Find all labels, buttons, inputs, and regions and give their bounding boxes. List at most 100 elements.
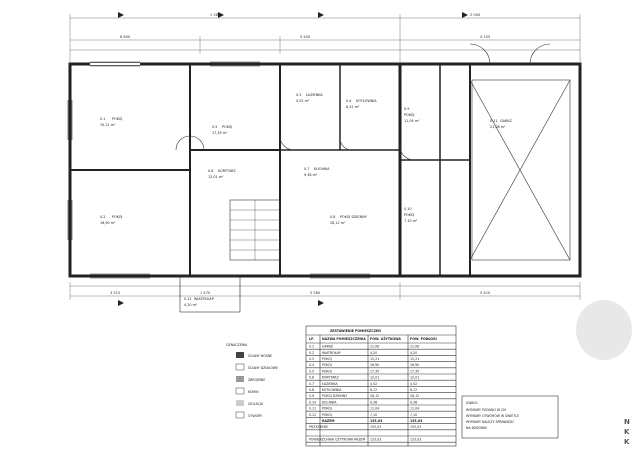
bottom-dimension-chain: 3 515 1 470 5 580 5 410 — [69, 282, 581, 306]
table-cell: 0.12 — [309, 413, 316, 417]
section-arrow-icon — [318, 300, 324, 306]
legend-swatch — [236, 352, 244, 358]
room-area: 28,12 m² — [330, 221, 346, 225]
room-area: 21,08 m² — [490, 125, 506, 129]
openings — [67, 43, 551, 279]
table-cell: POKÓJ — [322, 356, 332, 361]
room-labels: 0.1 POKÓJ 15,21 m² 0.2 POKÓJ 16,90 m² 0.… — [100, 93, 512, 307]
legend: OZNACZENIA ŚCIANY NOŚNE ŚCIANY DZIAŁOWE … — [226, 343, 278, 419]
legend-item: ŚCIANY DZIAŁOWE — [248, 365, 278, 370]
table-cell: 4,52 — [370, 382, 377, 386]
dim-bottom-1: 3 515 — [110, 291, 120, 295]
room-number: 0.3 — [296, 93, 301, 97]
room-area: 6,12 m² — [346, 105, 360, 109]
room-name: POKÓJ — [112, 116, 122, 121]
table-cell: 7,10 — [370, 413, 377, 417]
table-cell: 4,20 — [370, 351, 377, 355]
room-name: GARAŻ — [500, 118, 512, 123]
watermark-letter: N — [624, 418, 630, 426]
table-footer-cell: 153,03 — [410, 438, 421, 442]
table-cell: ŁAZIENKA — [321, 382, 339, 386]
notes-line: WYMIARY PODANO W CM — [466, 408, 506, 412]
table-header: POW. UŻYTKOWA — [370, 336, 401, 341]
room-name: POKÓJ — [112, 214, 122, 219]
room-area: 15,21 m² — [100, 123, 116, 127]
table-cell: 0.4 — [309, 363, 314, 367]
dim-detail-3: 4 155 — [480, 35, 490, 39]
table-cell: 0.6 — [309, 376, 314, 380]
table-cell: 16,90 — [410, 363, 419, 367]
room-name: POKÓJ — [404, 112, 414, 117]
watermark-letter: K — [624, 428, 630, 436]
table-cell: 0.8 — [309, 388, 314, 392]
table-cell: 11,04 — [410, 407, 419, 411]
legend-swatch — [235, 363, 245, 371]
garage-outline — [398, 62, 582, 278]
table-cell: 9,38 — [410, 400, 417, 404]
room-name: POKÓJ DZIENNY — [340, 214, 368, 219]
room-name: POKÓJ — [404, 212, 414, 217]
section-arrow-icon — [118, 300, 124, 306]
notes-line: WYMIARY NALEŻY SPRAWDZIĆ — [466, 419, 515, 424]
legend-item: ŚCIANY NOŚNE — [248, 353, 272, 358]
table-cell: 7,10 — [410, 413, 417, 417]
dim-bottom-2: 1 470 — [200, 291, 211, 295]
notes: UWAGI: WYMIARY PODANO W CM WYMIARY OTWOR… — [461, 395, 559, 439]
room-name: ŁAZIENKA — [305, 93, 323, 97]
room-number: 0.6 — [208, 169, 213, 173]
table-cell: 4,20 — [410, 351, 417, 355]
room-number: 0.8 — [330, 215, 335, 219]
watermark: N K K — [624, 418, 630, 446]
room-number: 0.4 — [346, 99, 351, 103]
table-cell: KOTŁOWNIA — [322, 388, 342, 392]
legend-swatch — [235, 387, 245, 395]
watermark-letter: K — [624, 438, 630, 446]
table-cell: WIATROŁAP — [322, 351, 341, 355]
table-cell: 0.2 — [309, 351, 314, 355]
table-cell: 17,35 — [410, 369, 419, 373]
table-cell: 6,12 — [410, 388, 417, 392]
table-cell: POKÓJ — [322, 412, 332, 417]
table-footer-cell: 153,03 — [410, 425, 421, 429]
room-area: 7,10 m² — [404, 219, 418, 223]
table-cell: POKÓJ — [322, 406, 332, 411]
room-name: WIATROŁAP — [194, 297, 214, 301]
room-area: 17,35 m² — [212, 131, 228, 135]
section-arrow-icon — [318, 12, 324, 18]
room-area: 9,38 m² — [304, 173, 318, 177]
table-sum-label: RAZEM — [322, 419, 335, 423]
dim-bottom-3: 5 580 — [310, 291, 321, 295]
room-area: 4,52 m² — [296, 99, 310, 103]
table-cell: 12,01 — [410, 376, 419, 380]
room-number: 0.2 — [100, 215, 105, 219]
table-footer-cell: 153,03 — [370, 425, 381, 429]
notes-line: NA BUDOWIE — [466, 426, 487, 430]
table-cell: 4,52 — [410, 382, 417, 386]
room-number: 0.1 — [100, 117, 105, 121]
legend-item: IZOLACJA — [248, 402, 264, 406]
room-name: POKÓJ — [222, 124, 232, 129]
table-cell: 0.9 — [309, 394, 314, 398]
table-cell: 12,01 — [370, 376, 379, 380]
legend-item: OTWORY — [248, 414, 262, 418]
room-number: 0.9 — [404, 107, 409, 111]
table-cell: 21,08 — [370, 345, 379, 349]
legend-item: KOMIN — [248, 390, 259, 394]
room-area: 16,90 m² — [100, 221, 116, 225]
table-header: NAZWA POMIESZCZENIA — [322, 337, 366, 341]
table-header: POW. PODŁOGI — [410, 337, 437, 341]
notes-line: WYMIARY OTWORÓW W ŚWIETLE — [466, 413, 519, 418]
table-title: ZESTAWIENIE POMIESZCZEŃ — [330, 328, 381, 333]
table-cell: POKÓJ — [322, 368, 332, 373]
notes-title: UWAGI: — [466, 401, 478, 405]
table-cell: 11,04 — [370, 407, 379, 411]
room-number: 0.5 — [212, 125, 217, 129]
table-cell: KORYTARZ — [322, 376, 339, 380]
table-cell: 0.11 — [309, 407, 316, 411]
room-number: 0.12 — [184, 297, 192, 301]
room-name: KUCHNIA — [314, 167, 330, 171]
dim-top-2: 2 000 — [470, 13, 481, 17]
legend-swatch — [235, 411, 245, 419]
section-arrow-icon — [218, 12, 224, 18]
